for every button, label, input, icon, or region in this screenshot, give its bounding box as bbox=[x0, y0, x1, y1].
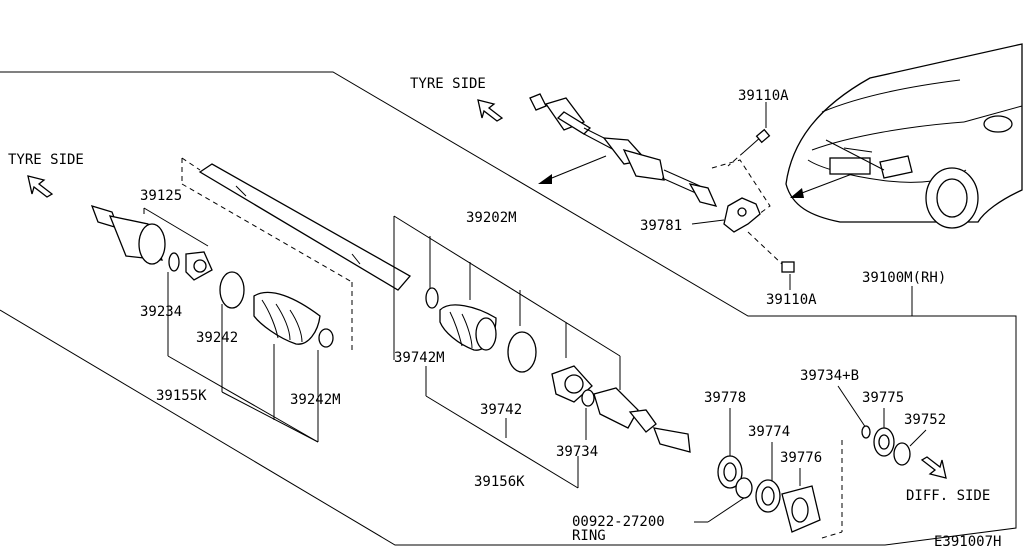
part-label-39781: 39781 bbox=[640, 218, 682, 234]
vehicle-pointer-arrow bbox=[793, 173, 853, 197]
bolt-39110a-top bbox=[727, 128, 771, 167]
tyre-side-label-left: TYRE SIDE bbox=[8, 152, 84, 168]
direction-arrow bbox=[541, 155, 607, 183]
shaft-assembly-small bbox=[529, 93, 718, 207]
exploded-view-frame bbox=[0, 71, 1017, 546]
shaft-overview: TYRE SIDE 39110A bbox=[410, 43, 1023, 308]
part-label-39242m: 39242M bbox=[290, 392, 341, 408]
bracket-39781 bbox=[711, 159, 771, 233]
outer-joint-39125 bbox=[90, 205, 166, 265]
part-label-39100m: 39100M(RH) bbox=[862, 270, 946, 286]
part-label-39775: 39775 bbox=[862, 390, 904, 406]
part-label-39778: 39778 bbox=[704, 390, 746, 406]
circlip-39234 bbox=[168, 251, 213, 281]
part-label-39734b: 39734+B bbox=[800, 368, 859, 384]
vehicle-front-illustration bbox=[785, 43, 1023, 229]
diff-side-arrow-icon bbox=[920, 456, 947, 479]
part-label-39234: 39234 bbox=[140, 304, 182, 320]
tyre-side-arrow-left-icon bbox=[27, 175, 54, 198]
direction-arrow-head-icon bbox=[538, 174, 552, 184]
ring-00922-27200 bbox=[735, 477, 753, 499]
boot-outer bbox=[253, 291, 334, 348]
tyre-side-arrow-icon bbox=[477, 99, 504, 122]
joint-housing bbox=[593, 387, 691, 453]
part-label-39125: 39125 bbox=[140, 188, 182, 204]
diff-side-label: DIFF. SIDE bbox=[906, 488, 990, 504]
part-label-39752: 39752 bbox=[904, 412, 946, 428]
seal-39752 bbox=[893, 442, 911, 466]
boot-band-39242 bbox=[219, 271, 245, 309]
ring-label: RING bbox=[572, 528, 606, 544]
bolt-39110a-bottom bbox=[747, 231, 795, 273]
part-label-39742: 39742 bbox=[480, 402, 522, 418]
part-label-39774: 39774 bbox=[748, 424, 790, 440]
part-label-39110a-top: 39110A bbox=[738, 88, 789, 104]
boot-inner bbox=[439, 304, 497, 351]
part-label-39742m: 39742M bbox=[394, 350, 445, 366]
part-label-39155k: 39155K bbox=[156, 388, 207, 404]
part-label-39202m: 39202M bbox=[466, 210, 517, 226]
tyre-side-label-top: TYRE SIDE bbox=[410, 76, 486, 92]
diagram-code: E391007H bbox=[934, 534, 1001, 550]
clip-39742m bbox=[425, 287, 439, 309]
part-label-39776: 39776 bbox=[780, 450, 822, 466]
part-label-39156k: 39156K bbox=[474, 474, 525, 490]
part-label-00922-27200: 00922-27200 bbox=[572, 514, 665, 530]
tripod-joint bbox=[551, 365, 595, 407]
part-label-39242: 39242 bbox=[196, 330, 238, 346]
part-label-39110a-bottom: 39110A bbox=[766, 292, 817, 308]
shaft-bar bbox=[181, 157, 412, 354]
part-label-39734: 39734 bbox=[556, 444, 598, 460]
bearing-housing-39776 bbox=[781, 485, 821, 533]
vehicle-pointer-arrow-head-icon bbox=[790, 188, 804, 198]
boot-band-39742 bbox=[507, 331, 537, 373]
clip-39734b bbox=[861, 425, 871, 439]
